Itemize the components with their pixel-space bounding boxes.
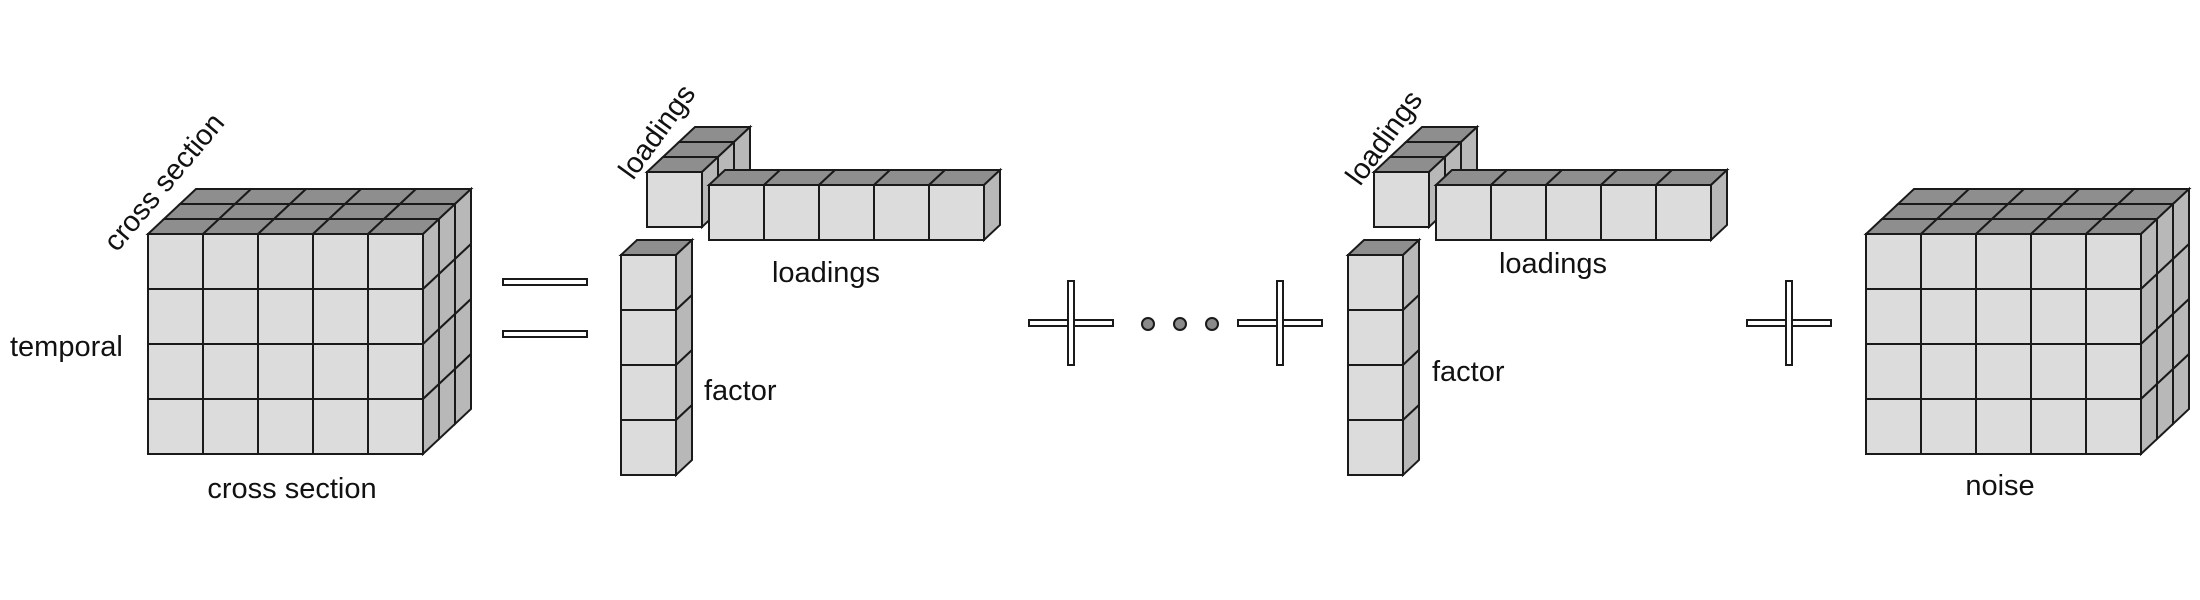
cell-front: [257, 398, 314, 455]
cell-front: [147, 398, 204, 455]
term2-loadings-label: loadings: [1499, 248, 1607, 280]
cell-front: [2085, 398, 2142, 455]
cell-front: [1920, 343, 1977, 400]
cell-front: [1490, 184, 1547, 241]
cell-front: [2030, 398, 2087, 455]
cell-front: [620, 309, 677, 366]
cell-front: [147, 233, 204, 290]
cell-front: [312, 233, 369, 290]
cell-front: [312, 343, 369, 400]
cell-front: [1865, 398, 1922, 455]
term2-factor-label: factor: [1432, 356, 1505, 388]
plus-sign-3: [1746, 280, 1832, 366]
cell-front: [818, 184, 875, 241]
cell-front: [708, 184, 765, 241]
cell-front: [1347, 254, 1404, 311]
cell-front: [312, 398, 369, 455]
cell-front: [367, 343, 424, 400]
term1-loadings-label: loadings: [772, 257, 880, 289]
cell-front: [1435, 184, 1492, 241]
cell-front: [1975, 233, 2032, 290]
cube-left-axis-label: temporal: [10, 331, 123, 363]
cell-front: [2030, 288, 2087, 345]
cell-front: [2085, 288, 2142, 345]
noise-label: noise: [1965, 470, 2034, 502]
cell-front: [1545, 184, 1602, 241]
cell-front: [646, 171, 703, 228]
cell-front: [1920, 233, 1977, 290]
term2-loadings-row: [1433, 167, 1730, 243]
cell-front: [312, 288, 369, 345]
cell-front: [202, 233, 259, 290]
cell-front: [202, 398, 259, 455]
cell-front: [257, 233, 314, 290]
cell-front: [1975, 343, 2032, 400]
cell-front: [367, 233, 424, 290]
cell-front: [367, 398, 424, 455]
term2-factor-column: [1345, 237, 1422, 478]
cell-front: [1600, 184, 1657, 241]
noise-tensor-cube: [1863, 186, 2192, 457]
cell-front: [1347, 419, 1404, 476]
ellipsis: [1141, 317, 1219, 331]
term1-factor-label: factor: [704, 375, 777, 407]
cell-front: [620, 364, 677, 421]
cube-bottom-axis-label: cross section: [207, 473, 376, 505]
cell-front: [1920, 398, 1977, 455]
cell-front: [202, 343, 259, 400]
cell-front: [1975, 398, 2032, 455]
cell-front: [1347, 364, 1404, 421]
term1-factor-column: [618, 237, 695, 478]
cell-front: [763, 184, 820, 241]
cell-front: [2085, 233, 2142, 290]
cell-front: [2030, 233, 2087, 290]
cell-front: [1373, 171, 1430, 228]
cell-front: [257, 288, 314, 345]
cell-front: [2085, 343, 2142, 400]
plus-sign-2: [1237, 280, 1323, 366]
cell-front: [202, 288, 259, 345]
cell-front: [1347, 309, 1404, 366]
cell-front: [1865, 233, 1922, 290]
plus-sign-1: [1028, 280, 1114, 366]
cell-front: [257, 343, 314, 400]
cell-front: [620, 419, 677, 476]
cell-front: [147, 343, 204, 400]
cell-front: [873, 184, 930, 241]
cell-front: [2030, 343, 2087, 400]
cell-front: [1920, 288, 1977, 345]
cell-front: [1655, 184, 1712, 241]
equals-sign: [502, 278, 588, 338]
cell-front: [928, 184, 985, 241]
data-tensor-cube: [145, 186, 474, 457]
term1-loadings-row: [706, 167, 1003, 243]
cell-front: [620, 254, 677, 311]
cell-front: [1975, 288, 2032, 345]
cell-front: [1865, 288, 1922, 345]
cell-front: [147, 288, 204, 345]
cell-front: [367, 288, 424, 345]
cell-front: [1865, 343, 1922, 400]
